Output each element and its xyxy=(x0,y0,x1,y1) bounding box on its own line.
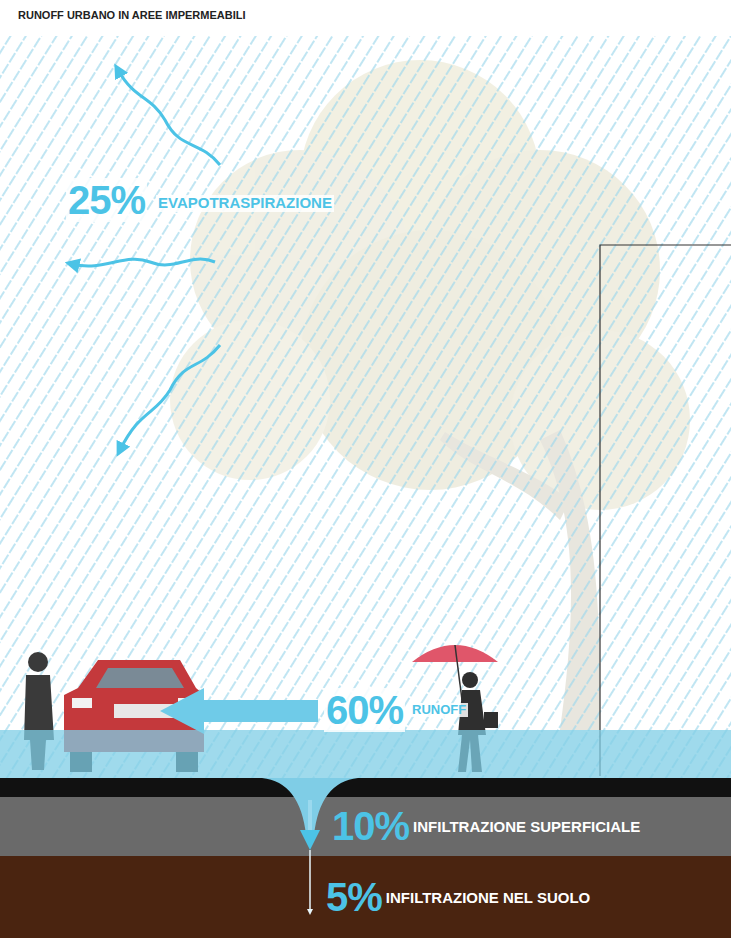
band-label: INFILTRAZIONE NEL SUOLO xyxy=(386,889,590,906)
soil xyxy=(0,856,731,938)
diagram-title: RUNOFF URBANO IN AREE IMPERMEABILI xyxy=(18,9,246,21)
flow-label: EVAPOTRASPIRAZIONE xyxy=(156,195,334,212)
runoff-arrow xyxy=(160,688,318,734)
building xyxy=(600,245,731,776)
rain xyxy=(0,36,731,780)
subsoil xyxy=(0,795,731,857)
sky xyxy=(0,36,731,780)
ground-band: 5%INFILTRAZIONE NEL SUOLO xyxy=(0,856,731,938)
evaporation-arrow xyxy=(120,345,220,450)
infiltration-arrow xyxy=(308,800,312,840)
evaporation-arrow xyxy=(72,259,215,266)
water-layer xyxy=(0,730,731,778)
percentage: 5% xyxy=(326,875,382,920)
percentage: 10% xyxy=(332,804,409,849)
infiltration-arrow xyxy=(309,850,311,912)
percentage: 60% xyxy=(324,688,405,732)
evaporation-arrow xyxy=(118,70,220,165)
band-label: INFILTRAZIONE SUPERFICIALE xyxy=(413,818,640,835)
asphalt xyxy=(0,778,731,800)
ground-band: 10%INFILTRAZIONE SUPERFICIALE xyxy=(0,797,731,855)
flow-label: RUNOFF xyxy=(410,703,468,717)
percentage: 25% xyxy=(66,178,147,222)
